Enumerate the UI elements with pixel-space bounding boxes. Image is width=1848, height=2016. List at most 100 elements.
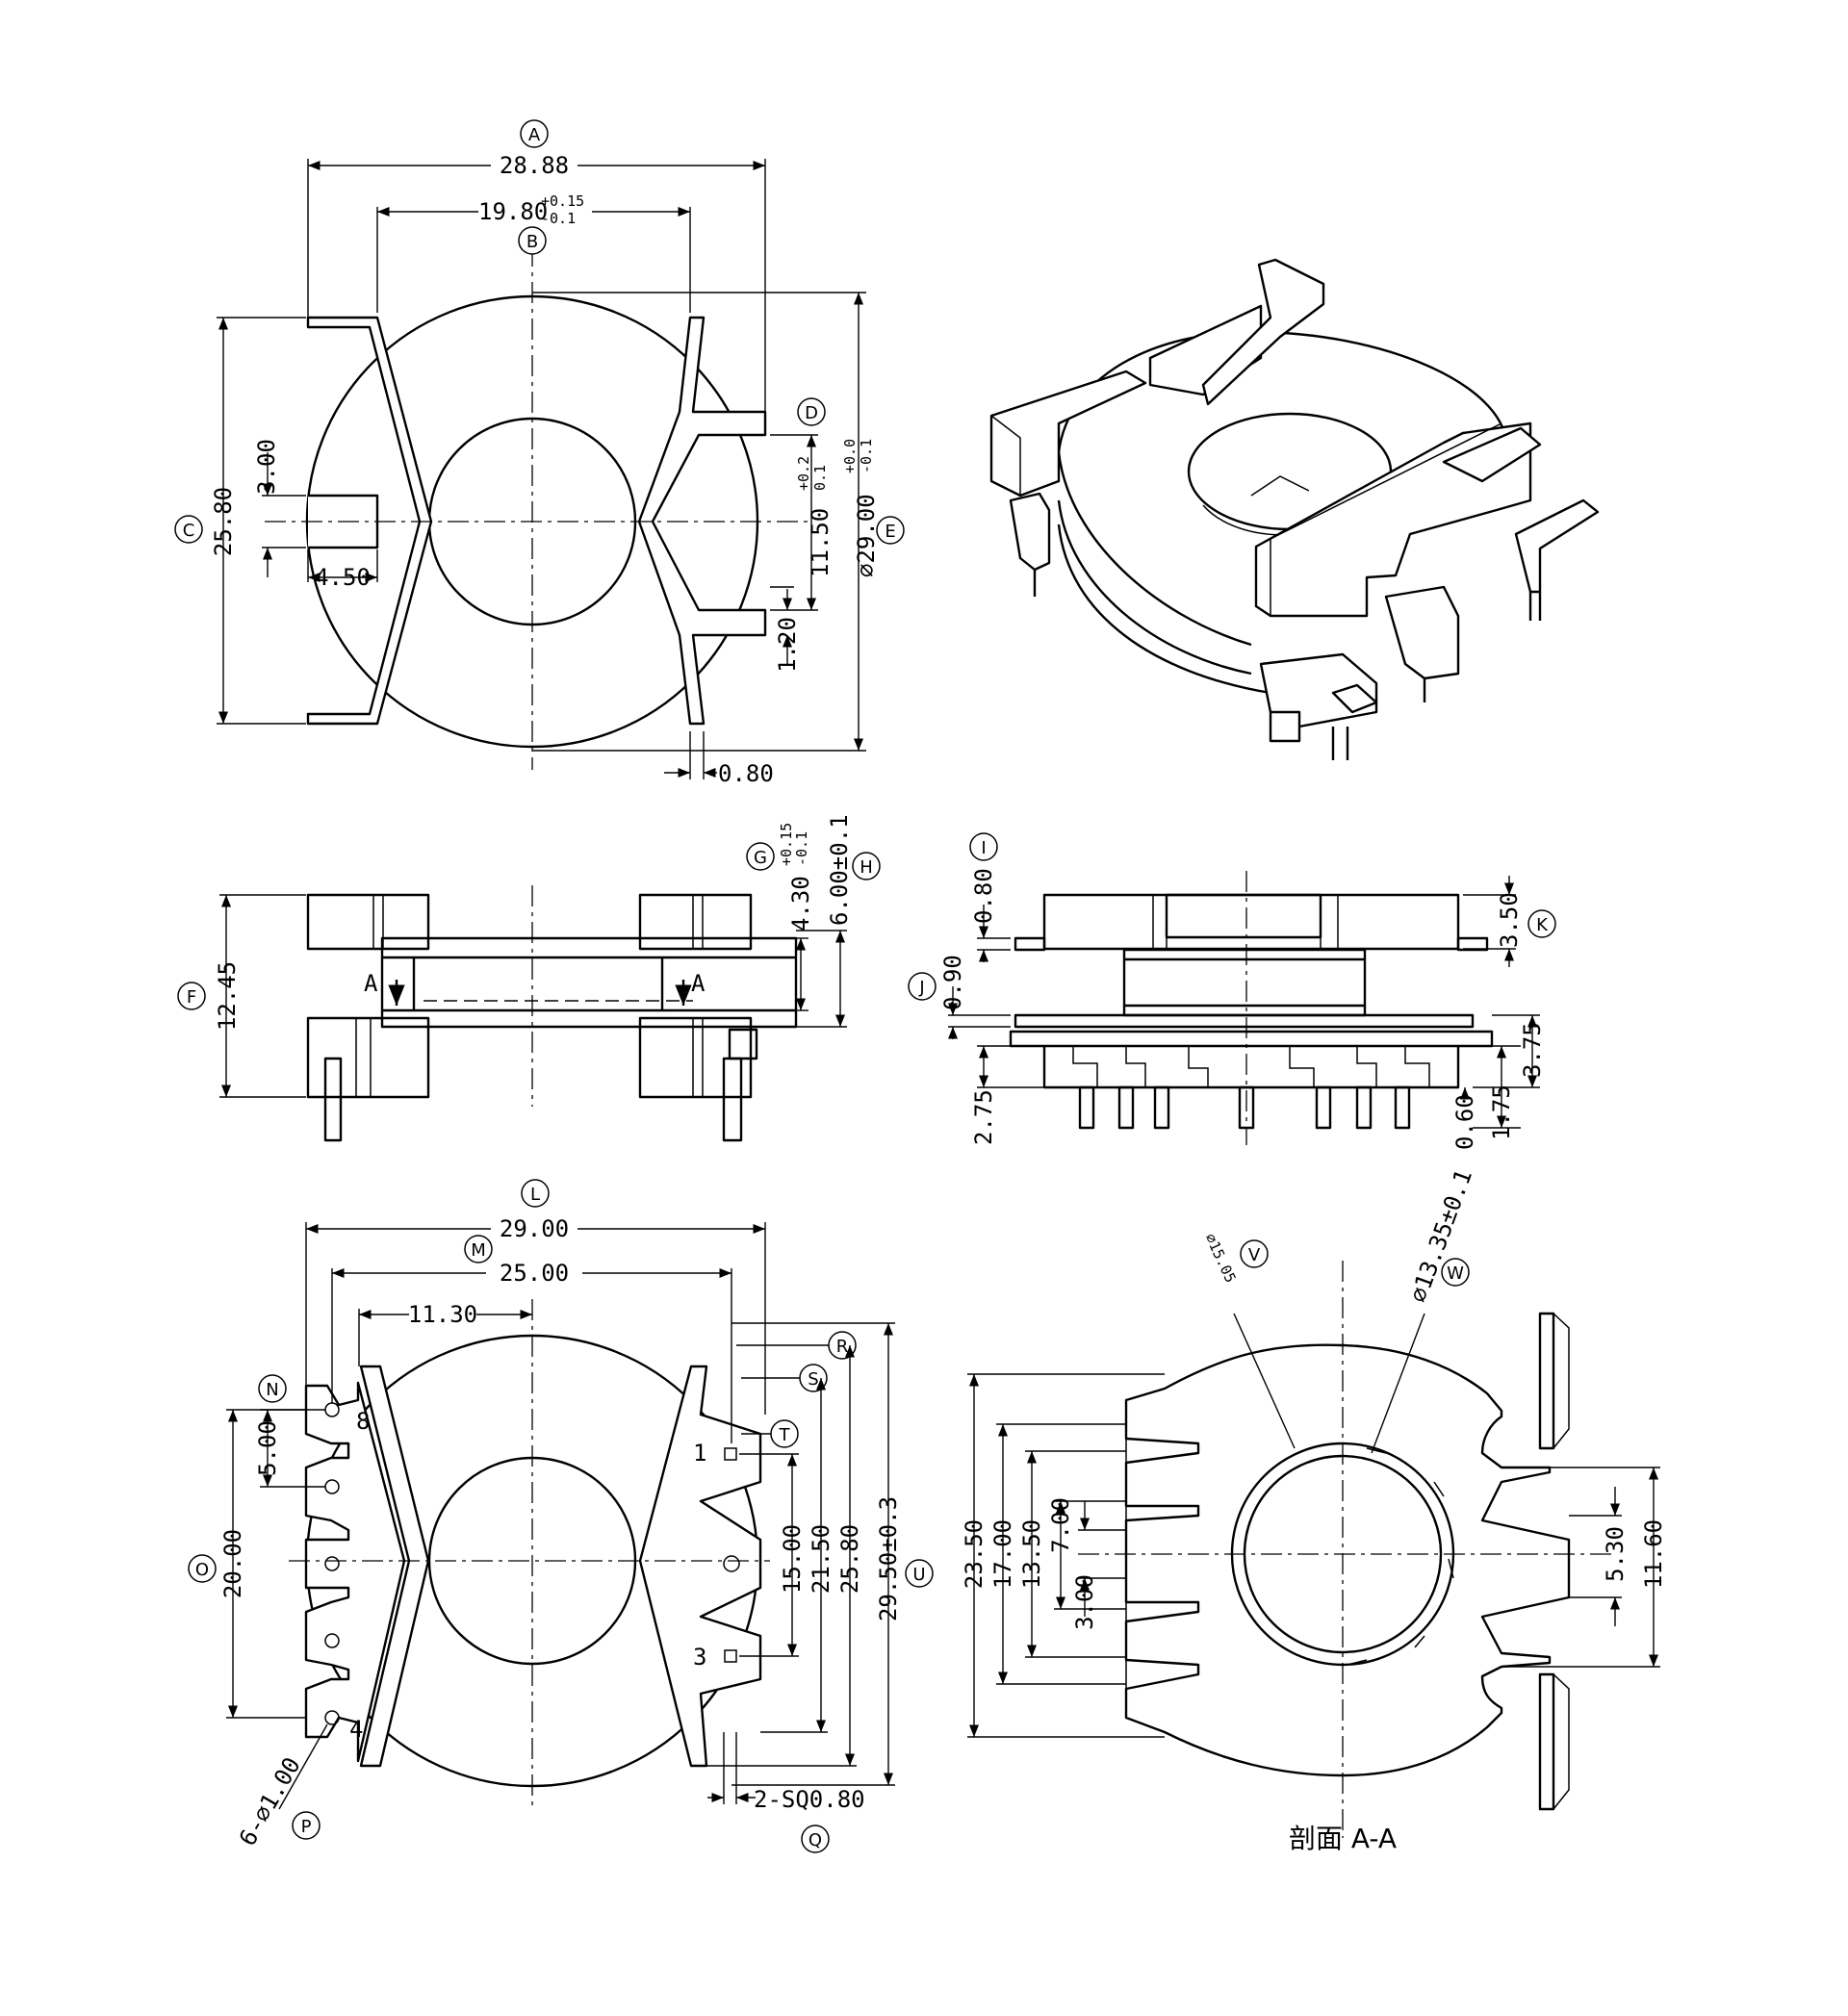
dimension-label: 11.30 (408, 1301, 477, 1328)
balloon-p (292, 1811, 321, 1840)
dimension-label: 0.80 (718, 760, 774, 787)
dimension-label: 6.00±0.1 (826, 814, 853, 926)
dimension-label: 20.00 (219, 1529, 246, 1598)
dimension-label: 3.00 (253, 439, 280, 495)
dimension-label: 4 (349, 1716, 363, 1743)
dimension-label: 29.50±0.3 (875, 1496, 902, 1621)
balloon-m (464, 1235, 493, 1263)
balloon-b (518, 226, 547, 255)
dimension-label: C (183, 521, 195, 541)
dimension-label: A (364, 970, 378, 997)
dimension-label: 19.80 (478, 198, 548, 225)
dimension-label: 17.00 (989, 1519, 1016, 1589)
dimension-label: R (836, 1337, 849, 1357)
dimension-label: 23.50 (961, 1519, 988, 1589)
dimension-label: 28.88 (500, 152, 569, 179)
dimension-label: N (266, 1380, 278, 1400)
dimension-label: 3 (693, 1644, 706, 1671)
dimension-label: 7.00 (1047, 1497, 1074, 1553)
balloon-u (905, 1559, 934, 1588)
balloon-k (1527, 909, 1556, 938)
dimension-label: T (779, 1425, 791, 1445)
section-view: 23.50 17.00 13.50 7.00 3.00 5.30 11.60 ⌀… (961, 1166, 1667, 1854)
balloon-v (1240, 1239, 1269, 1268)
dimension-label: 5.00 (254, 1420, 281, 1476)
dimension-label: +0.15 (541, 192, 584, 210)
balloon-a (520, 119, 549, 148)
balloon-j (908, 972, 937, 1001)
dimension-label: 0.80 (970, 868, 997, 924)
dimension-label: K (1536, 915, 1549, 935)
dimension-label: H (860, 857, 873, 878)
dimension-label: 8 (356, 1408, 370, 1435)
dimension-label: +0.2 (795, 456, 812, 491)
dimension-label: -0.1 (793, 831, 810, 866)
left-frame (306, 316, 433, 726)
dimension-label: D (805, 403, 818, 423)
dimension-label: 11.60 (1640, 1519, 1667, 1589)
dimension-label: J (918, 978, 924, 998)
side-view: 0.80 I 0.90 J 3.50 K 3.75 2.75 0. (908, 832, 1556, 1150)
front-view: A A 12.45 F 4.30 +0.15 -0.1 G 6.00±0.1 H (177, 814, 881, 1142)
dimension-label: 4.30 (787, 876, 814, 931)
balloon-i (969, 832, 998, 861)
dimension-label: 29.00 (500, 1215, 569, 1242)
dimension-label: 1.75 (1488, 1085, 1515, 1140)
dimension-label: I (981, 838, 986, 858)
right-frame (637, 316, 767, 726)
section-title: 剖面 A-A (1289, 1823, 1397, 1854)
dimension-label: W (1447, 1263, 1464, 1284)
balloon-e (876, 516, 905, 545)
dimension-label: 2-SQ0.80 (754, 1786, 865, 1813)
dimension-label: A (528, 125, 541, 145)
balloon-c (174, 515, 203, 544)
balloon-l (521, 1179, 550, 1208)
dimension-label: -0.1 (858, 439, 875, 473)
balloon-w (1441, 1258, 1470, 1287)
dimension-label: 13.50 (1018, 1519, 1045, 1589)
dimension-label: +0.15 (778, 823, 795, 866)
dimension-label: +0.0 (841, 439, 859, 473)
iso-flange-left (1057, 451, 1252, 647)
dimension-label: L (530, 1185, 540, 1205)
dimension-label: 3.00 (1071, 1574, 1098, 1630)
dimension-label: G (754, 848, 767, 868)
dimension-label: P (301, 1817, 312, 1837)
dimension-label: 3.50 (1496, 892, 1523, 948)
dimension-label: 11.50 (807, 508, 834, 577)
dimension-label: 25.00 (500, 1260, 569, 1287)
dimension-label: 1.20 (774, 617, 801, 673)
balloon-h (852, 852, 881, 880)
dimension-label: 0.90 (939, 955, 966, 1010)
dimension-label: 6-⌀1.00 (234, 1752, 306, 1850)
bottom-view: 8 1 3 4 29.00 L 25.00 M 11.30 5.00 N (188, 1179, 934, 1853)
dimension-label: 2.75 (970, 1089, 997, 1145)
balloon-f (177, 982, 206, 1010)
dimension-label: -0.1 (541, 210, 576, 227)
dimension-label: B (526, 232, 538, 252)
dimension-label: Q (808, 1830, 822, 1850)
balloon-o (188, 1554, 217, 1583)
dimension-label: M (471, 1240, 486, 1261)
dimension-label: 5.30 (1602, 1526, 1629, 1582)
dimension-label: ⌀13.35±0.1 (1404, 1166, 1477, 1306)
dimension-label: 3.75 (1519, 1022, 1546, 1078)
left-pin-comb (304, 1381, 406, 1763)
dimension-label: V (1248, 1245, 1261, 1265)
dimension-label: U (912, 1565, 925, 1585)
dimension-label: O (195, 1560, 209, 1580)
isometric-view (989, 258, 1600, 760)
right-pin-comb (638, 1365, 762, 1768)
dimension-label: 15.00 (779, 1524, 806, 1594)
dimension-label: E (885, 522, 895, 542)
balloon-g (746, 842, 775, 871)
section-outline (1124, 1343, 1571, 1777)
dimension-label: 12.45 (214, 961, 241, 1031)
dimension-label: F (187, 987, 196, 1008)
dimension-label: S (808, 1369, 818, 1390)
dimension-label: ⌀29.00 (853, 494, 880, 577)
dimension-label: 25.80 (210, 487, 237, 556)
dimension-label: 4.50 (315, 564, 371, 591)
balloon-n (258, 1374, 287, 1403)
